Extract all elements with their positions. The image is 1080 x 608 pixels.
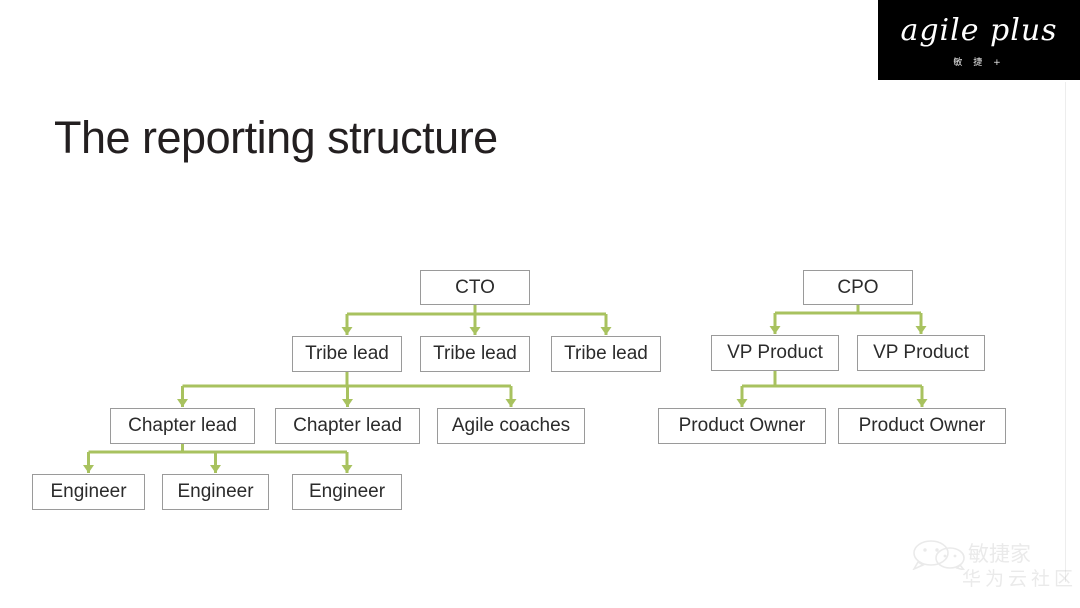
org-node-en1: Engineer: [32, 474, 145, 510]
org-node-ac1: Agile coaches: [437, 408, 585, 444]
org-node-label: Engineer: [50, 481, 127, 502]
org-node-tl1: Tribe lead: [292, 336, 402, 372]
org-node-tl2: Tribe lead: [420, 336, 530, 372]
connector-arrowhead: [177, 399, 188, 407]
connector-arrowhead: [210, 465, 221, 473]
org-node-label: Chapter lead: [293, 415, 402, 436]
connector-arrowhead: [600, 327, 612, 335]
page-title: The reporting structure: [54, 112, 498, 163]
brand-logo-wordmark: agile plus: [900, 13, 1058, 48]
watermark-line-1: 敏捷家: [968, 542, 1031, 566]
connector-arrowhead: [83, 465, 94, 473]
org-node-label: VP Product: [873, 342, 969, 363]
org-node-label: Product Owner: [858, 415, 986, 436]
connector-arrowhead: [915, 326, 927, 334]
connector-arrowhead: [505, 399, 517, 407]
org-node-po1: Product Owner: [658, 408, 826, 444]
org-node-vp1: VP Product: [711, 335, 839, 371]
org-node-label: VP Product: [727, 342, 823, 363]
org-node-label: Tribe lead: [433, 343, 517, 364]
org-node-label: CPO: [837, 276, 879, 298]
connector-arrowhead: [916, 399, 928, 407]
org-node-en2: Engineer: [162, 474, 269, 510]
org-node-label: CTO: [455, 276, 495, 298]
org-node-vp2: VP Product: [857, 335, 985, 371]
watermark: 敏捷家 华为云社区: [912, 536, 1073, 598]
org-node-label: Product Owner: [678, 415, 806, 436]
org-node-en3: Engineer: [292, 474, 402, 510]
org-node-label: Agile coaches: [451, 415, 571, 436]
org-node-cl2: Chapter lead: [275, 408, 420, 444]
watermark-line-2: 华为云社区: [962, 568, 1078, 590]
connector-arrowhead: [769, 326, 781, 334]
connector-arrowhead: [342, 399, 353, 407]
connector-arrowhead: [341, 465, 353, 473]
connector-arrowhead: [341, 327, 353, 335]
org-node-label: Engineer: [308, 481, 386, 502]
org-node-label: Engineer: [177, 481, 254, 502]
org-node-cto: CTO: [420, 270, 530, 305]
org-node-tl3: Tribe lead: [551, 336, 661, 372]
connector-arrowhead: [469, 327, 481, 335]
wechat-icon: [912, 540, 966, 570]
brand-logo-subtitle: 敏 捷 +: [953, 58, 1005, 68]
org-node-cl1: Chapter lead: [110, 408, 255, 444]
org-node-cpo: CPO: [803, 270, 913, 305]
org-node-label: Tribe lead: [305, 343, 389, 364]
org-node-label: Tribe lead: [564, 343, 648, 364]
connector-arrowhead: [736, 399, 748, 407]
brand-logo: agile plus 敏 捷 +: [878, 0, 1080, 80]
org-node-po2: Product Owner: [838, 408, 1006, 444]
org-node-label: Chapter lead: [128, 415, 237, 436]
right-edge-divider: [1065, 82, 1066, 582]
